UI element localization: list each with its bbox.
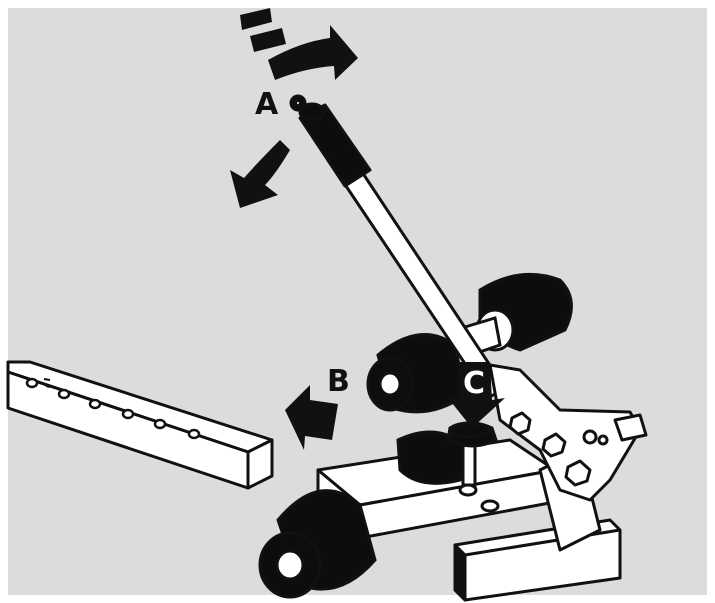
mounting-bracket <box>488 363 648 502</box>
press-down-arrow-icon <box>448 362 505 428</box>
roller-upper-left <box>366 333 467 414</box>
knob-bolt <box>446 421 498 487</box>
rail-holes <box>25 377 201 440</box>
rotate-clockwise-arrow-icon <box>240 8 358 80</box>
push-left-arrow-icon <box>285 385 338 450</box>
square-tube-rail <box>6 360 274 490</box>
label-c: C <box>463 366 485 401</box>
label-b: B <box>327 364 350 399</box>
rotate-counterclockwise-arrow-icon <box>230 140 290 208</box>
label-a: A <box>255 87 279 122</box>
roller-front-left <box>258 489 377 599</box>
